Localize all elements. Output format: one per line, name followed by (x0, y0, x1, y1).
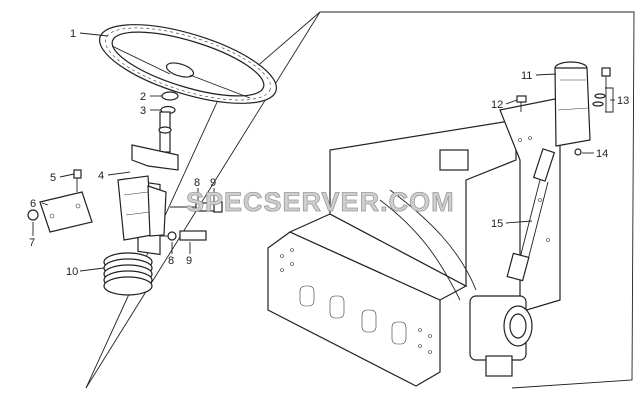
nut-7 (27, 209, 39, 221)
leader-lines (32, 32, 615, 272)
callout-4: 4 (98, 170, 104, 182)
callout-5: 5 (50, 172, 56, 184)
column-bracket (117, 144, 179, 256)
bolt-13 (592, 67, 611, 112)
callout-labels: 1 2 3 4 5 6 7 8 9 8 9 10 11 12 13 14 15 (29, 28, 629, 278)
steering-gear (469, 295, 533, 377)
nut-14 (574, 148, 582, 156)
callout-1: 1 (70, 28, 76, 40)
intermediate-shaft (506, 148, 556, 282)
bolt-12 (516, 95, 527, 112)
bellows-boot (103, 252, 153, 296)
bolt-8-9-upper (170, 201, 223, 213)
callout-11: 11 (521, 70, 532, 82)
frame-slots (299, 285, 407, 345)
callout-8-lower: 8 (168, 255, 174, 267)
callout-7: 7 (29, 237, 35, 249)
bolt-5 (73, 169, 82, 192)
callout-3: 3 (140, 105, 146, 117)
callout-12: 12 (491, 99, 503, 111)
column-shaft (158, 91, 179, 153)
mounting-plate (39, 191, 93, 233)
steering-wheel (98, 24, 278, 104)
callout-15: 15 (491, 218, 503, 230)
callout-2: 2 (140, 91, 146, 103)
callout-6: 6 (30, 198, 36, 210)
callout-9-upper: 9 (210, 177, 216, 189)
callout-10: 10 (66, 266, 78, 278)
callout-13: 13 (617, 95, 629, 107)
callout-14: 14 (596, 148, 608, 160)
bolt-8-9-lower (160, 230, 207, 241)
frame-holes (280, 136, 550, 354)
watermark: SPECSERVER.COM (186, 187, 455, 217)
column-support-tower (554, 61, 591, 147)
callout-9-lower: 9 (186, 255, 192, 267)
callout-8-upper: 8 (194, 177, 200, 189)
